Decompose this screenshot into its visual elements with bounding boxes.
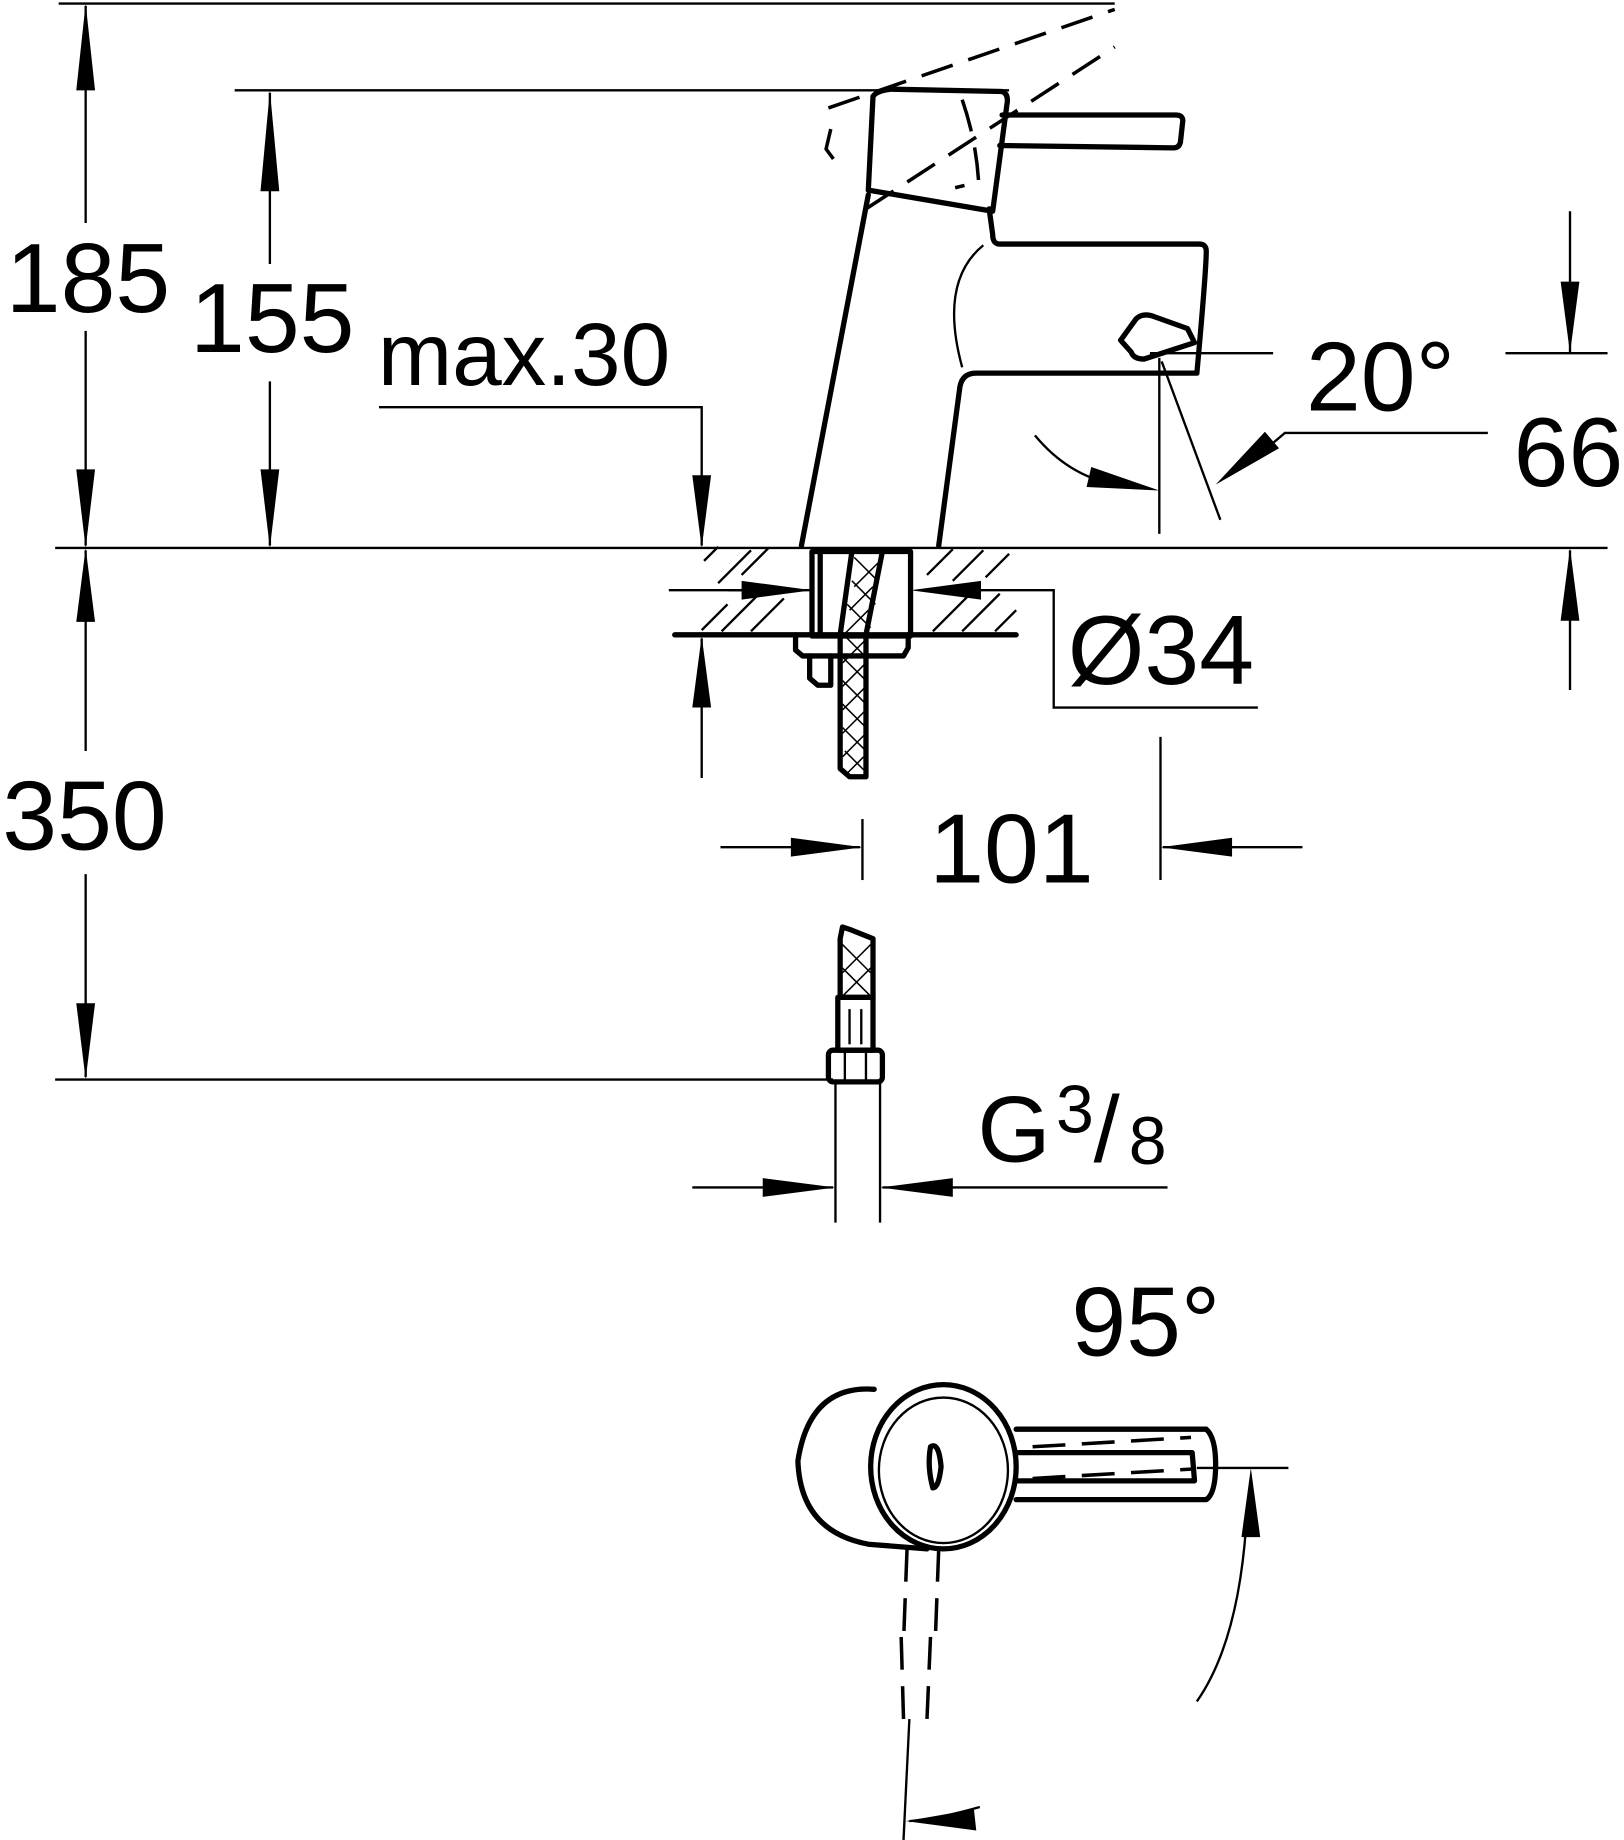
dimension-label-95-degrees: 95° bbox=[1071, 1266, 1220, 1376]
thread-numerator: 3 bbox=[1056, 1071, 1094, 1147]
thread-label-g: G bbox=[977, 1077, 1050, 1182]
thread-slash: / bbox=[1094, 1077, 1121, 1182]
arrow-down-left-icon bbox=[1215, 431, 1280, 485]
arrow-down-icon bbox=[692, 475, 712, 548]
dimension-350: 350 bbox=[2, 547, 167, 1080]
arrow-down-icon bbox=[76, 469, 96, 548]
arrow-up-icon bbox=[1560, 547, 1580, 621]
thread-denominator: 8 bbox=[1129, 1103, 1167, 1179]
dimension-label-diameter-34: Ø34 bbox=[1068, 595, 1254, 705]
dimension-66: 66 bbox=[1505, 211, 1623, 690]
dimension-max-30: max.30 bbox=[378, 304, 712, 778]
hose-connection: G 3 / 8 bbox=[692, 924, 1168, 1223]
arrow-up-icon bbox=[76, 3, 96, 91]
dimension-label-20-degrees: 20° bbox=[1306, 322, 1455, 432]
dimension-label-185: 185 bbox=[6, 223, 170, 333]
arrow-down-icon bbox=[1560, 281, 1580, 354]
dimension-label-101: 101 bbox=[929, 793, 1093, 903]
arrow-left-icon bbox=[910, 580, 981, 600]
arrow-up-icon bbox=[1241, 1467, 1261, 1538]
dimension-label-66: 66 bbox=[1514, 397, 1624, 507]
dimension-label-max-30: max.30 bbox=[378, 304, 670, 404]
faucet-top-view: 95° bbox=[795, 1266, 1289, 1840]
dimension-label-155: 155 bbox=[190, 263, 354, 373]
reference-lines bbox=[55, 2, 1608, 1081]
arrow-up-icon bbox=[260, 90, 280, 192]
faucet-side-view: 20° bbox=[798, 7, 1488, 549]
deck-section: Ø34 bbox=[668, 545, 1258, 780]
arrow-down-icon bbox=[76, 1003, 96, 1080]
arrow-left-icon bbox=[905, 1809, 977, 1831]
dimension-label-350: 350 bbox=[2, 761, 166, 871]
arrow-right-icon bbox=[1086, 467, 1160, 491]
indicator-mark-icon bbox=[926, 1443, 944, 1491]
arrow-right-icon bbox=[762, 1178, 836, 1197]
arrow-left-icon bbox=[1160, 837, 1233, 857]
dimension-185: 185 bbox=[6, 3, 170, 548]
arrow-left-icon bbox=[880, 1178, 953, 1197]
arrow-right-icon bbox=[790, 837, 863, 857]
dimension-155: 155 bbox=[190, 90, 354, 548]
arrow-up-icon bbox=[692, 635, 712, 708]
dimension-101: 101 bbox=[720, 736, 1303, 903]
arrow-right-icon bbox=[741, 580, 812, 600]
arrow-down-icon bbox=[260, 469, 280, 548]
arrow-up-icon bbox=[76, 547, 96, 622]
